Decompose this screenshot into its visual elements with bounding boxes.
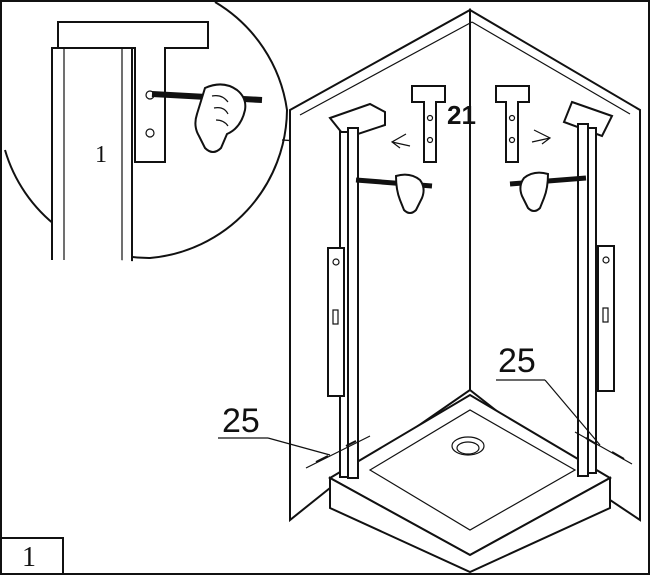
- left-level-tool: [327, 247, 345, 397]
- tray-drain: [451, 436, 485, 456]
- part-number-label: 21: [447, 100, 476, 130]
- dimension-right: 25: [496, 342, 633, 465]
- right-wall-profile: [562, 100, 615, 477]
- detail-profile-label: 1: [95, 142, 107, 168]
- step-number-box: [0, 537, 64, 575]
- pencil-hand-icon: [355, 173, 433, 214]
- arrow-left-icon: [390, 133, 411, 149]
- dimension-right-value: 25: [498, 342, 536, 380]
- tray-front: [329, 476, 611, 574]
- detail-magnifier: 1: [4, 1, 289, 262]
- dimension-left: 25: [218, 402, 371, 469]
- tray-basin: [368, 409, 577, 531]
- step-number: 1: [22, 542, 36, 573]
- pencil-hand-icon: [151, 83, 263, 153]
- right-t-bracket: [562, 100, 614, 138]
- right-level-tool: [597, 245, 615, 392]
- shower-tray: [327, 393, 613, 574]
- loose-t-bracket-left: [411, 85, 446, 163]
- detail-wall-profile: [51, 47, 133, 262]
- pencil-hand-icon: [509, 171, 587, 212]
- left-wall-profile: [327, 102, 386, 479]
- detail-hole-bottom: [145, 128, 155, 138]
- loose-t-bracket-right: [495, 85, 530, 163]
- dimension-left-value: 25: [222, 402, 260, 440]
- arrow-right-icon: [531, 129, 552, 145]
